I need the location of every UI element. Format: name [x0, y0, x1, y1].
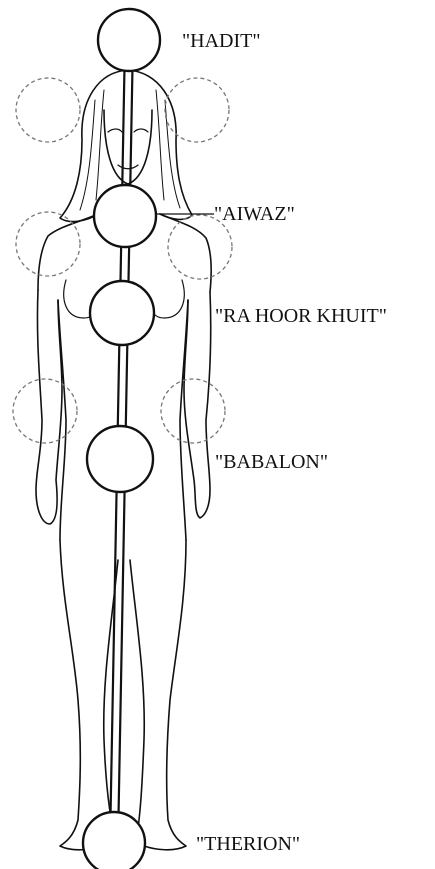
circle-therion: [83, 812, 145, 869]
dashed-circle-right-head: [165, 78, 229, 142]
label-hadit: "HADIT": [182, 31, 261, 51]
dashed-circle-left-head: [16, 78, 80, 142]
label-aiwaz: "AIWAZ": [214, 204, 295, 224]
right-arm: [184, 292, 211, 518]
circle-babalon: [87, 426, 153, 492]
dashed-circle-left-shoulder: [16, 212, 80, 276]
label-therion: "THERION": [196, 834, 300, 854]
label-babalon: "BABALON": [215, 452, 328, 472]
face-outline: [104, 110, 152, 184]
main-circles: [83, 9, 160, 869]
dashed-circle-left-hip: [13, 379, 77, 443]
circle-aiwaz: [94, 185, 156, 247]
eyes: [108, 129, 148, 132]
circle-ra-hoor-khuit: [90, 281, 154, 345]
mouth: [118, 165, 138, 169]
label-ra-hoor-khuit: "RA HOOR KHUIT": [215, 306, 387, 326]
circle-hadit: [98, 9, 160, 71]
right-leg: [144, 540, 186, 850]
left-arm: [36, 290, 62, 524]
left-leg: [60, 540, 102, 850]
dashed-circle-right-hip: [161, 379, 225, 443]
